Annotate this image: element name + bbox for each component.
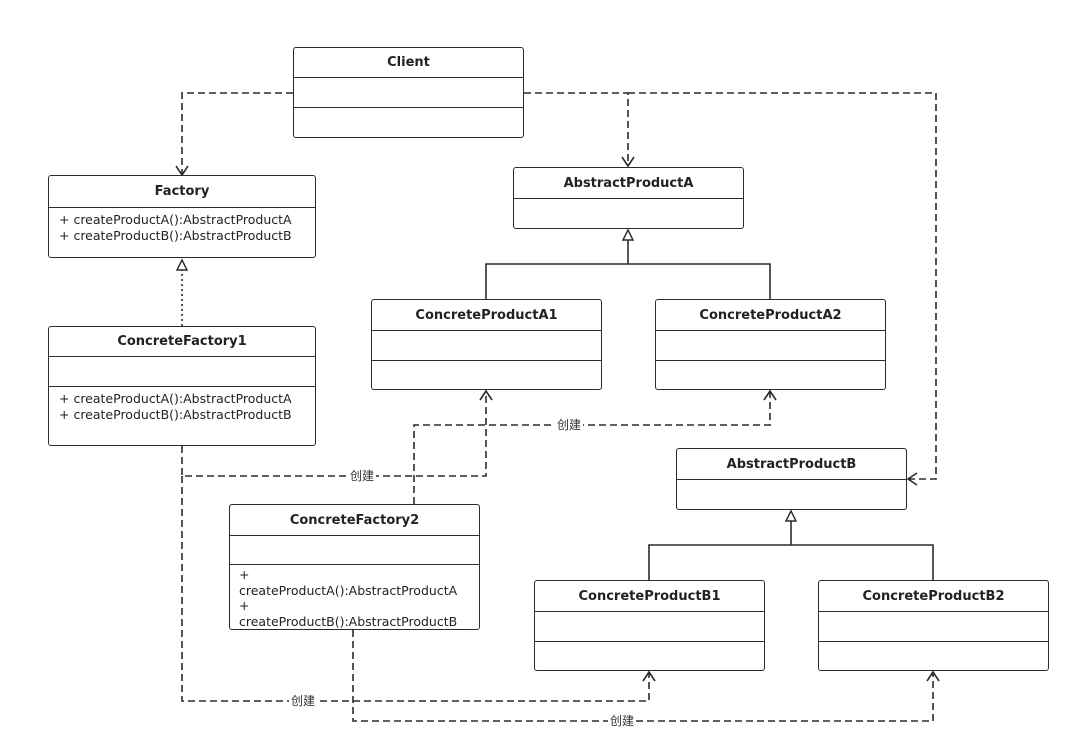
class-name: AbstractProductB [677, 449, 906, 480]
operation: + createProductA():AbstractProductA [59, 212, 292, 227]
class-concrete-factory1[interactable]: ConcreteFactory1 + createProductA():Abst… [48, 326, 316, 446]
class-factory[interactable]: Factory + createProductA():AbstractProdu… [48, 175, 316, 258]
operation: + createProductB():AbstractProductB [59, 228, 292, 243]
operation: + createProductB():AbstractProductB [59, 407, 292, 422]
operation: createProductB():AbstractProductB [239, 613, 458, 629]
generalization-a1-a2 [485, 263, 771, 299]
class-concrete-factory2[interactable]: ConcreteFactory2 + createProductA():Abst… [229, 504, 480, 630]
class-attributes [535, 612, 764, 642]
class-abstract-product-a[interactable]: AbstractProductA [513, 167, 744, 229]
dependency-client-factory [175, 92, 293, 177]
create-cf1-b1 [181, 476, 656, 702]
generalization-b1-b2 [648, 544, 934, 580]
class-name: Client [294, 48, 523, 78]
operation: + [239, 567, 250, 582]
class-client[interactable]: Client [293, 47, 524, 138]
class-name: ConcreteFactory1 [49, 327, 315, 357]
class-attributes [49, 357, 315, 387]
class-name: ConcreteProductA1 [372, 300, 601, 331]
class-attributes [294, 78, 523, 108]
class-name: ConcreteProductB2 [819, 581, 1048, 612]
class-name: ConcreteFactory2 [230, 505, 479, 536]
create-label-cf2-b2: 创建 [608, 714, 637, 728]
dependency-client-abstract-product-a [524, 92, 635, 168]
create-label-cf1-a1: 创建 [348, 469, 377, 483]
class-name: ConcreteProductA2 [656, 300, 885, 331]
class-name: Factory [154, 184, 210, 199]
class-name: ConcreteProductB1 [535, 581, 764, 612]
create-label-cf2-a2: 创建 [555, 418, 584, 432]
class-attributes [819, 612, 1048, 642]
class-attributes [230, 536, 479, 565]
class-attributes [656, 331, 885, 361]
dependency-client-abstract-product-b [628, 92, 937, 486]
class-name: AbstractProductA [514, 168, 743, 199]
operation: + [239, 598, 250, 613]
class-concrete-product-b1[interactable]: ConcreteProductB1 [534, 580, 765, 671]
class-divider [49, 207, 315, 208]
create-cf2-a2 [413, 389, 777, 504]
class-concrete-product-a2[interactable]: ConcreteProductA2 [655, 299, 886, 390]
class-operations: + createProductA():AbstractProductA + cr… [49, 387, 315, 423]
create-cf1-a1 [181, 389, 493, 477]
class-concrete-product-b2[interactable]: ConcreteProductB2 [818, 580, 1049, 671]
class-abstract-product-b[interactable]: AbstractProductB [676, 448, 907, 510]
operation: + createProductA():AbstractProductA [59, 391, 292, 406]
class-attributes [372, 331, 601, 361]
create-label-cf1-b1: 创建 [289, 694, 318, 708]
class-operations: + createProductA():AbstractProductA + cr… [230, 565, 479, 629]
class-concrete-product-a1[interactable]: ConcreteProductA1 [371, 299, 602, 390]
operation: createProductA():AbstractProductA [239, 582, 458, 598]
class-operations: + createProductA():AbstractProductA + cr… [49, 208, 315, 244]
create-cf2-b2 [352, 630, 940, 722]
